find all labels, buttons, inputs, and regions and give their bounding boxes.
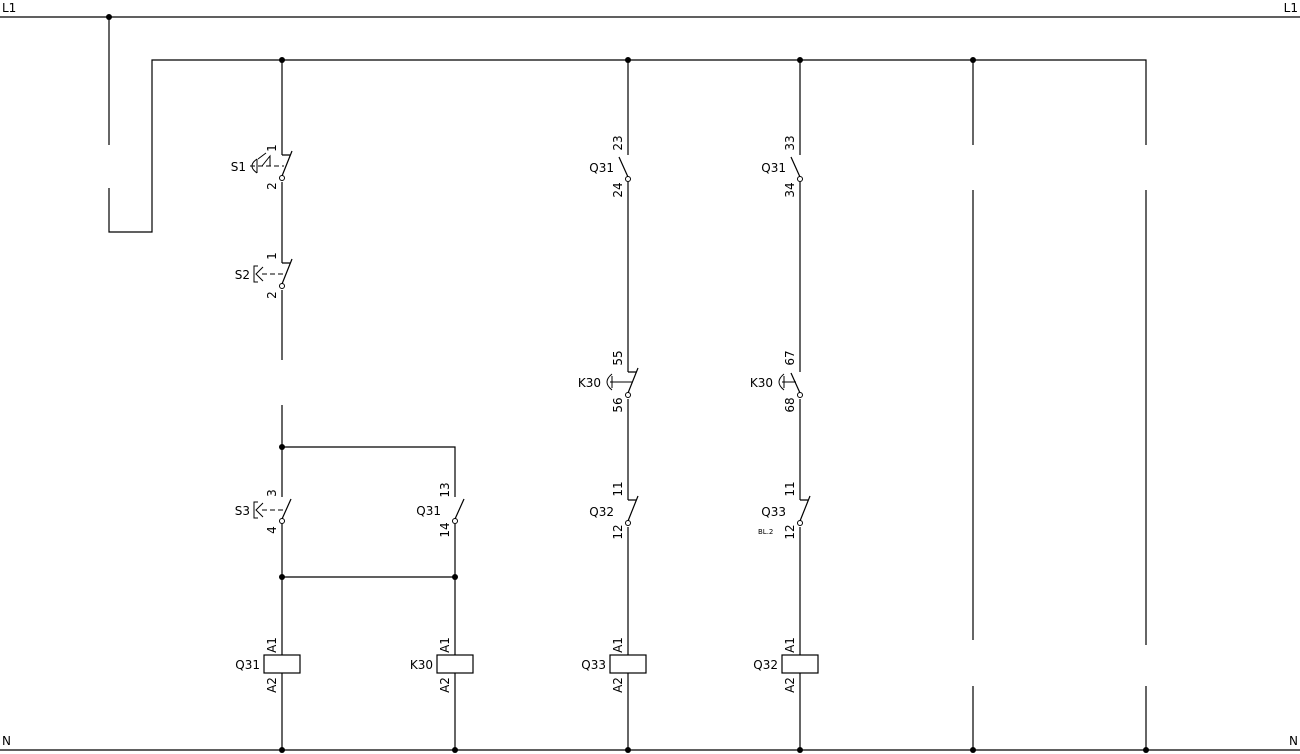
s2-terminal-bottom: 2 [265, 291, 279, 299]
n-label-left: N [2, 734, 11, 748]
terminal-top: 23 [611, 135, 625, 150]
q31-no-contact-33-34[interactable]: Q31 33 34 [761, 135, 803, 198]
coil-label: Q31 [235, 658, 260, 672]
coil-label: Q32 [753, 658, 778, 672]
feed-wiring [106, 14, 1149, 753]
l1-label-right: L1 [1284, 1, 1298, 15]
q31-no-contact-23-24[interactable]: Q31 23 24 [589, 135, 631, 198]
s2-label: S2 [235, 268, 250, 282]
terminal-bottom: 56 [611, 397, 625, 412]
q31-no-contact-13-14[interactable]: Q31 13 14 [416, 482, 465, 538]
rung-1: S1 1 2 S2 1 2 S3 3 4 Q31 A1 A2 [231, 60, 456, 750]
q33-nc-interlock-contact-11-12[interactable]: Q33 BL.2 11 12 [758, 481, 811, 540]
rung-3: Q31 23 24 K30 55 56 Q32 11 12 Q33 A1 A2 [578, 60, 647, 750]
coil-terminal-a2: A2 [783, 677, 797, 693]
coil-terminal-a1: A1 [783, 637, 797, 653]
rung-2: Q31 13 14 K30 A1 A2 [410, 482, 474, 750]
q31-label: Q31 [761, 161, 786, 175]
q32-label: Q32 [589, 505, 614, 519]
coil-terminal-a1: A1 [611, 637, 625, 653]
k30-no-delayed-contact-67-68[interactable]: K30 67 68 [750, 350, 803, 413]
cross-reference-label: BL.2 [758, 528, 773, 536]
rung-4: Q31 33 34 K30 67 68 Q33 BL.2 11 12 Q32 A… [750, 60, 819, 750]
terminal-bottom: 12 [611, 524, 625, 539]
delay-bracket-icon [606, 373, 613, 391]
coil-label: K30 [410, 658, 433, 672]
terminal-top: 67 [783, 350, 797, 365]
q31-label: Q31 [589, 161, 614, 175]
delay-actuator-icon [610, 376, 632, 388]
s3-label: S3 [235, 504, 250, 518]
delay-actuator-icon [782, 376, 796, 388]
q31-coil[interactable]: Q31 A1 A2 [235, 637, 301, 693]
terminal-bottom: 34 [783, 182, 797, 197]
terminal-bottom: 12 [783, 524, 797, 539]
delay-bracket-icon [778, 373, 785, 391]
q33-coil[interactable]: Q33 A1 A2 [581, 637, 647, 693]
terminal-top: 11 [611, 481, 625, 496]
terminal-top: 55 [611, 350, 625, 365]
n-label-right: N [1289, 734, 1298, 748]
terminal-bottom: 24 [611, 182, 625, 197]
k30-label: K30 [750, 376, 773, 390]
q31-label: Q31 [416, 504, 441, 518]
k30-nc-delayed-contact-55-56[interactable]: K30 55 56 [578, 350, 639, 413]
mushroom-head-icon [251, 158, 258, 174]
coil-terminal-a1: A1 [438, 637, 452, 653]
coil-terminal-a2: A2 [611, 677, 625, 693]
coil-terminal-a2: A2 [265, 677, 279, 693]
pushbutton-actuator-icon [253, 265, 264, 283]
coil-terminal-a2: A2 [438, 677, 452, 693]
terminal-bottom: 14 [438, 522, 452, 537]
k30-label: K30 [578, 376, 601, 390]
mushroom-actuator-icon [257, 152, 271, 167]
s3-terminal-top: 3 [265, 489, 279, 497]
terminal-bottom: 68 [783, 397, 797, 412]
s3-terminal-bottom: 4 [265, 526, 279, 534]
s3-start-no-contact[interactable]: S3 3 4 [235, 489, 292, 534]
s1-emergency-stop-nc-contact[interactable]: S1 1 2 [231, 144, 293, 190]
s1-terminal-bottom: 2 [265, 182, 279, 190]
k30-coil[interactable]: K30 A1 A2 [410, 637, 474, 693]
s2-terminal-top: 1 [265, 252, 279, 260]
coil-label: Q33 [581, 658, 606, 672]
s1-label: S1 [231, 160, 246, 174]
terminal-top: 11 [783, 481, 797, 496]
s2-stop-nc-contact[interactable]: S2 1 2 [235, 252, 293, 299]
l1-label-left: L1 [2, 1, 16, 15]
q32-nc-interlock-contact-11-12[interactable]: Q32 11 12 [589, 481, 639, 540]
pushbutton-actuator-icon [253, 501, 264, 519]
q32-coil[interactable]: Q32 A1 A2 [753, 637, 819, 693]
coil-terminal-a1: A1 [265, 637, 279, 653]
terminal-top: 33 [783, 135, 797, 150]
terminal-top: 13 [438, 482, 452, 497]
q33-label: Q33 [761, 505, 786, 519]
s1-terminal-top: 1 [265, 144, 279, 152]
